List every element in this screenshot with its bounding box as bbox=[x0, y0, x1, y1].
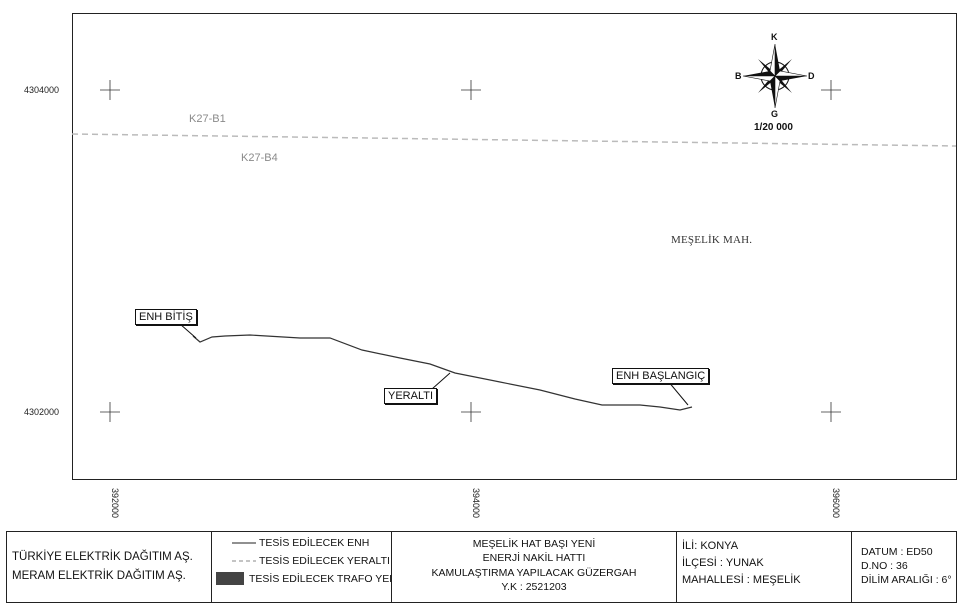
callout-leader-start bbox=[667, 380, 689, 406]
y-tick-label: 4304000 bbox=[24, 85, 60, 95]
datum-label: DATUM : ED50 bbox=[861, 546, 933, 558]
route-line bbox=[192, 334, 693, 411]
y-tick-label: 4302000 bbox=[24, 407, 60, 417]
compass-west-label: B bbox=[735, 71, 742, 81]
symbol-legend-cell: TESİS EDİLECEK ENH TESİS EDİLECEK YERALT… bbox=[212, 532, 392, 602]
location-cell: İLİ: KONYA İLÇESİ : YUNAK MAHALLESİ : ME… bbox=[677, 532, 852, 602]
org-name: MERAM ELEKTRİK DAĞITIM AŞ. bbox=[12, 570, 186, 582]
grid-cross bbox=[821, 402, 841, 422]
legend-symbols bbox=[216, 542, 256, 585]
legend-transformer-label: TESİS EDİLECEK TRAFO YERİ bbox=[249, 573, 391, 585]
organization-cell: TÜRKİYE ELEKTRİK DAĞITIM AŞ. MERAM ELEKT… bbox=[7, 532, 212, 602]
legend-underground-label: TESİS EDİLECEK YERALTI bbox=[259, 555, 390, 567]
compass-east-label: D bbox=[808, 71, 815, 81]
map-frame bbox=[72, 13, 957, 480]
sheet-boundary-line bbox=[71, 133, 957, 147]
grid-crosses bbox=[100, 80, 841, 422]
project-title: MEŞELİK HAT BAŞI YENİ bbox=[472, 538, 596, 550]
compass-north-label: K bbox=[771, 32, 778, 42]
province-label: İLİ: KONYA bbox=[682, 540, 739, 552]
legend-enh-label: TESİS EDİLECEK ENH bbox=[259, 537, 370, 549]
title-block: TÜRKİYE ELEKTRİK DAĞITIM AŞ. MERAM ELEKT… bbox=[6, 531, 957, 603]
zone-number-label: D.NO : 36 bbox=[861, 560, 908, 572]
district-label: İLÇESİ : YUNAK bbox=[682, 557, 764, 569]
datum-cell: DATUM : ED50 D.NO : 36 DİLİM ARALIĞI : 6… bbox=[852, 532, 956, 602]
neighborhood-label: MAHALLESİ : MEŞELİK bbox=[682, 574, 801, 586]
project-yk: Y.K : 2521203 bbox=[501, 581, 567, 593]
sheet-label: K27-B4 bbox=[241, 152, 278, 164]
callout-end-point: ENH BİTİŞ bbox=[135, 309, 197, 325]
legend-transformer-swatch bbox=[216, 572, 244, 585]
project-route: KAMULAŞTIRMA YAPILACAK GÜZERGAH bbox=[431, 567, 637, 579]
scale-label: 1/20 000 bbox=[754, 122, 793, 133]
grid-cross bbox=[461, 402, 481, 422]
sheet-label: K27-B1 bbox=[189, 113, 226, 125]
compass-south-label: G bbox=[771, 109, 779, 119]
compass-rose bbox=[742, 43, 808, 109]
callout-underground: YERALTI bbox=[384, 388, 438, 404]
x-tick-label: 392000 bbox=[110, 488, 120, 519]
callout-leader-underground bbox=[431, 372, 451, 390]
x-tick-label: 396000 bbox=[831, 488, 841, 519]
org-name: TÜRKİYE ELEKTRİK DAĞITIM AŞ. bbox=[12, 551, 193, 563]
zone-width-label: DİLİM ARALIĞI : 6° bbox=[861, 574, 952, 586]
grid-cross bbox=[821, 80, 841, 100]
grid-cross bbox=[461, 80, 481, 100]
grid-cross bbox=[100, 402, 120, 422]
place-name-label: MEŞELİK MAH. bbox=[671, 234, 753, 246]
project-cell: MEŞELİK HAT BAŞI YENİ ENERJİ NAKİL HATTI… bbox=[392, 532, 677, 602]
callout-start-point: ENH BAŞLANGIÇ bbox=[612, 368, 710, 384]
project-subtitle: ENERJİ NAKİL HATTI bbox=[482, 552, 586, 564]
grid-cross bbox=[100, 80, 120, 100]
callout-leader-end bbox=[179, 323, 197, 339]
x-tick-label: 394000 bbox=[471, 488, 481, 519]
